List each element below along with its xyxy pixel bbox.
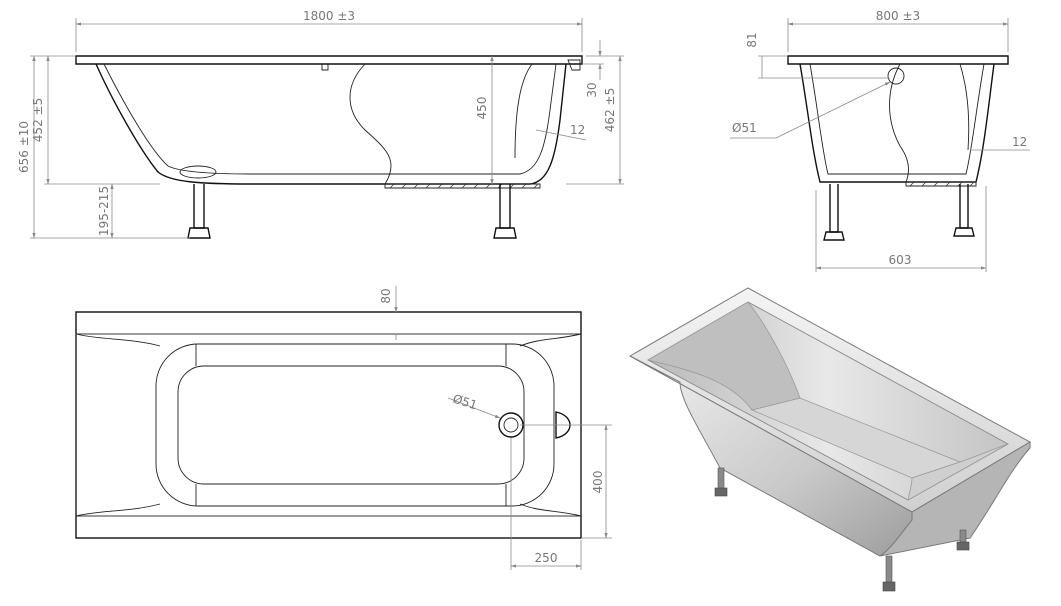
right-height-label: 462 ±5 bbox=[603, 88, 617, 132]
isometric-render bbox=[628, 287, 1032, 592]
top-drain-label: Ø51 bbox=[451, 392, 479, 413]
width-label: 800 ±3 bbox=[876, 9, 920, 23]
inner-depth-label: 450 bbox=[475, 97, 489, 120]
top-view: 80 Ø51 400 250 bbox=[75, 286, 612, 570]
wall-thickness-label: 12 bbox=[570, 123, 585, 137]
end-legs bbox=[823, 184, 975, 241]
length-label: 1800 ±3 bbox=[303, 9, 355, 23]
tub-height-label: 452 ±5 bbox=[31, 98, 45, 142]
end-wall-thickness-label: 12 bbox=[1012, 135, 1027, 149]
drain-side-label: 400 bbox=[591, 471, 605, 494]
rim-height-label: 81 bbox=[745, 32, 759, 47]
side-legs bbox=[187, 184, 517, 239]
top-drain bbox=[498, 412, 524, 438]
overall-height-label: 656 ±10 bbox=[17, 121, 31, 173]
drain-end-label: 250 bbox=[535, 551, 558, 565]
end-hatch bbox=[909, 181, 975, 187]
side-view: 1800 ±3 656 ±10 452 ±5 195-215 450 30 46… bbox=[17, 9, 624, 239]
end-view: 800 ±3 81 Ø51 12 603 bbox=[730, 9, 1030, 272]
rim-offset-label: 30 bbox=[585, 82, 599, 97]
end-drain-label: Ø51 bbox=[732, 121, 757, 135]
leg-span-label: 603 bbox=[889, 253, 912, 267]
rim-width-label: 80 bbox=[379, 288, 393, 303]
leg-range-label: 195-215 bbox=[97, 186, 111, 236]
render-legs bbox=[714, 467, 970, 592]
